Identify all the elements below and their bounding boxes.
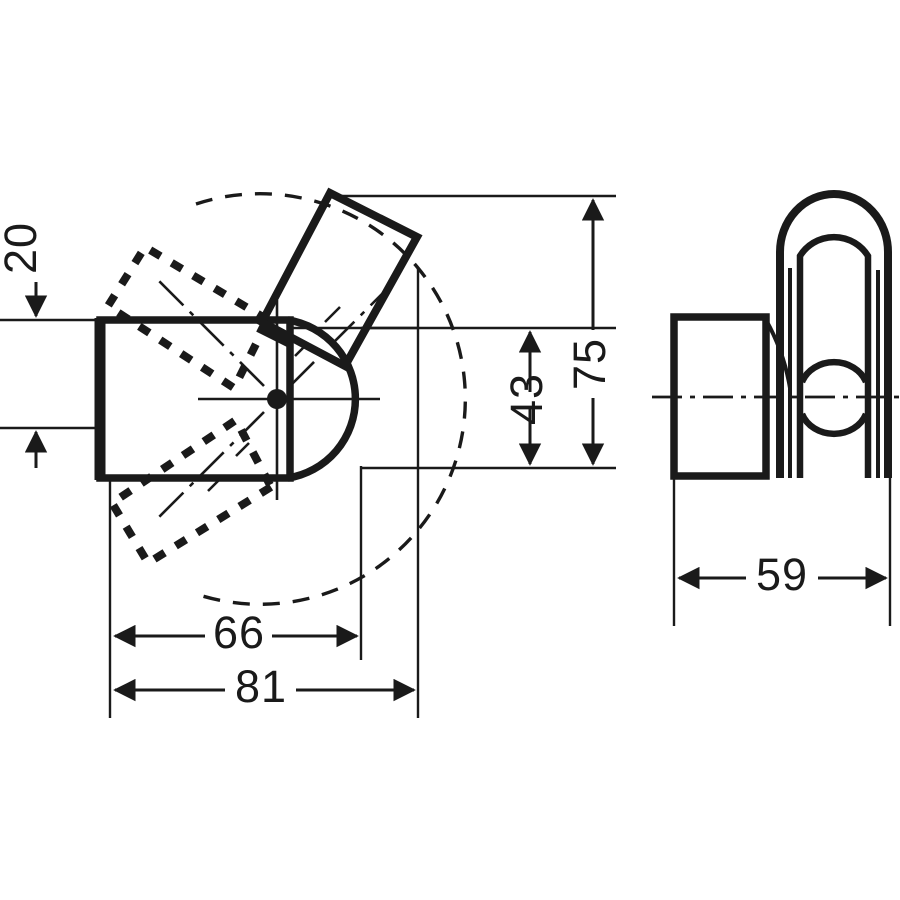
pivot-point bbox=[267, 389, 287, 409]
dim-75-label: 75 bbox=[564, 338, 615, 390]
dimension-66: 66 bbox=[113, 607, 359, 658]
cradle-inner-wall bbox=[796, 233, 872, 478]
side-view: 59 bbox=[652, 190, 900, 626]
front-view: 20 43 75 66 81 bbox=[0, 187, 616, 718]
side-extension-lines bbox=[672, 478, 892, 626]
dimension-59: 59 bbox=[677, 549, 888, 600]
cradle-outer-wall bbox=[776, 190, 892, 478]
arm-joint bbox=[256, 324, 292, 348]
holder-arm-outline bbox=[256, 187, 423, 372]
swivel-nose-arc bbox=[287, 316, 360, 482]
centerline-ghost-down-axis bbox=[157, 411, 265, 519]
cradle-seat-upper-arc bbox=[798, 358, 870, 384]
dim-59-label: 59 bbox=[756, 549, 808, 600]
dim-43-label: 43 bbox=[501, 373, 552, 425]
dimension-81: 81 bbox=[113, 661, 416, 712]
dimension-43: 43 bbox=[501, 330, 552, 466]
extension-lines bbox=[0, 194, 616, 718]
dim-20-label: 20 bbox=[0, 222, 46, 274]
dim-81-label: 81 bbox=[235, 661, 287, 712]
cradle-seat-lower-arc bbox=[798, 412, 870, 438]
dimension-20: 20 bbox=[0, 222, 48, 468]
pivot-accent-ticks bbox=[207, 306, 341, 492]
dim-66-label: 66 bbox=[213, 607, 265, 658]
side-wall-plate bbox=[670, 313, 770, 480]
dimension-75: 75 bbox=[564, 198, 615, 466]
